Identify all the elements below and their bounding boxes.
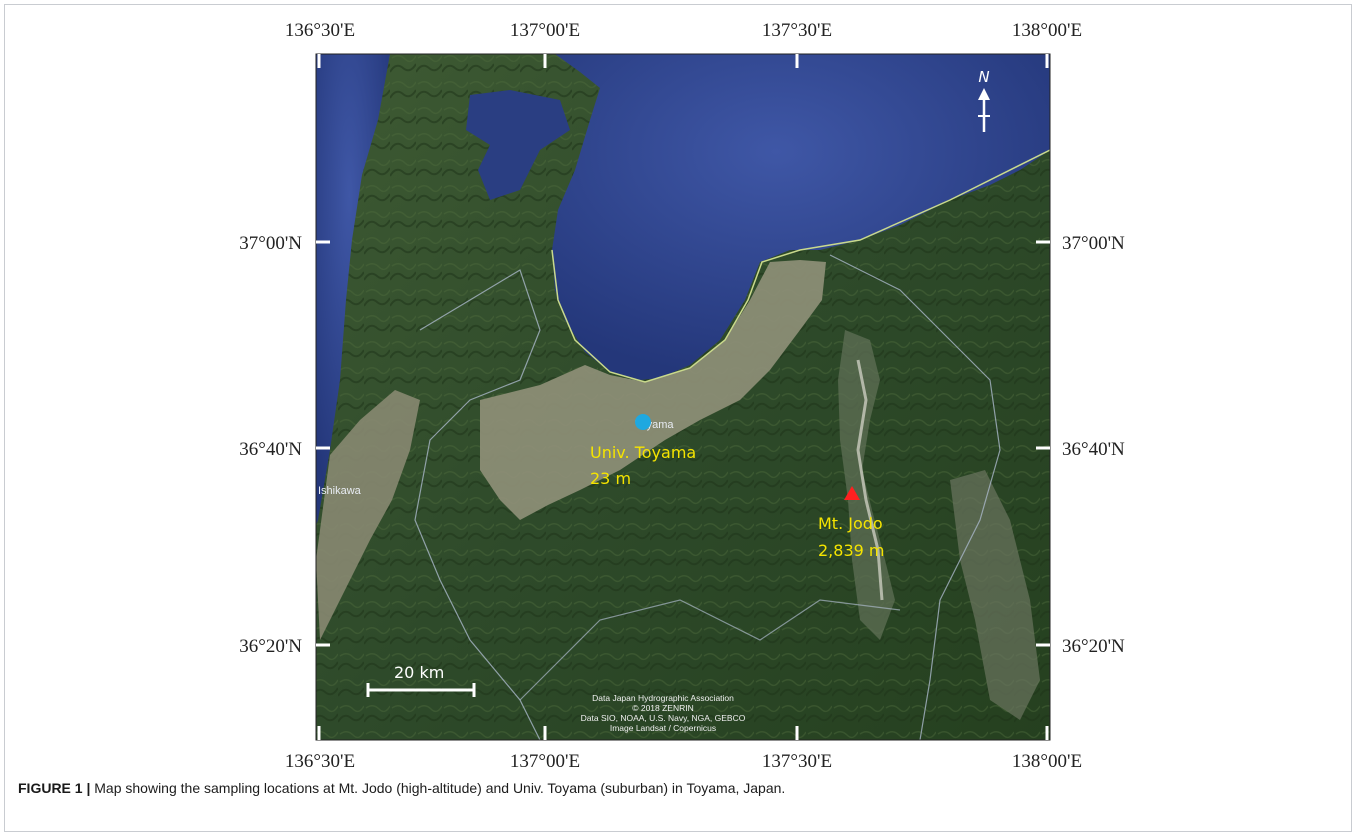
lat-label-right: 36°20'N: [1062, 636, 1125, 657]
satellite-image: [316, 54, 1050, 740]
lat-label-right: 36°40'N: [1062, 439, 1125, 460]
lon-label-top: 137°00'E: [510, 20, 580, 41]
lat-label-left: 36°40'N: [239, 439, 302, 460]
toyama-plain: [480, 260, 826, 520]
attribution-line: Image Landsat / Copernicus: [610, 723, 716, 733]
ticks-left: [316, 240, 330, 647]
lon-label-bottom: 136°30'E: [285, 751, 355, 772]
site-elevation-univ-toyama: 23 m: [590, 469, 631, 488]
sea-west: [316, 54, 390, 525]
place-label-ishikawa: Ishikawa: [318, 485, 362, 497]
mt-jodo-marker: [844, 486, 860, 500]
north-arrow: N: [978, 68, 990, 132]
caption-text: Map showing the sampling locations at Mt…: [94, 780, 786, 796]
ticks-right: [1036, 240, 1050, 647]
north-label: N: [978, 68, 989, 86]
alps-snow: [856, 359, 884, 601]
lat-label-right: 37°00'N: [1062, 233, 1125, 254]
attribution-line: © 2018 ZENRIN: [632, 703, 694, 713]
attribution-line: Data SIO, NOAA, U.S. Navy, NGA, GEBCO: [581, 713, 746, 723]
kanazawa-plain: [316, 390, 420, 640]
alps-ridge: [838, 330, 895, 640]
attribution-line: Data Japan Hydrographic Association: [592, 693, 734, 703]
lon-label-top: 137°30'E: [762, 20, 832, 41]
coastline: [551, 149, 1050, 383]
prefecture-border: [414, 269, 541, 740]
figure-caption: FIGURE 1 | Map showing the sampling loca…: [18, 780, 1338, 796]
sea-toyama-bay: [552, 54, 1050, 380]
east-valley: [950, 470, 1040, 720]
lat-label-left: 36°20'N: [239, 636, 302, 657]
lon-label-bottom: 138°00'E: [1012, 751, 1082, 772]
lat-label-left: 37°00'N: [239, 233, 302, 254]
site-label-mt-jodo: Mt. Jodo: [818, 514, 883, 533]
ticks-bottom: [317, 726, 1049, 740]
scale-bar: 20 km: [366, 663, 476, 697]
lon-label-bottom: 137°30'E: [762, 751, 832, 772]
sea-nanao-bay: [466, 90, 570, 200]
ticks-top: [317, 54, 1049, 68]
prefecture-border-east: [829, 254, 1001, 740]
univ-toyama-marker: [635, 414, 651, 430]
map-border: [315, 53, 1051, 741]
lon-label-bottom: 137°00'E: [510, 751, 580, 772]
prefecture-border-south: [519, 599, 901, 701]
site-elevation-mt-jodo: 2,839 m: [818, 541, 884, 560]
lon-label-top: 136°30'E: [285, 20, 355, 41]
lon-label-top: 138°00'E: [1012, 20, 1082, 41]
attribution: Data Japan Hydrographic Association © 20…: [581, 693, 746, 733]
site-label-univ-toyama: Univ. Toyama: [590, 443, 696, 462]
caption-label: FIGURE 1 |: [18, 780, 91, 796]
scale-bar-label: 20 km: [394, 663, 444, 682]
